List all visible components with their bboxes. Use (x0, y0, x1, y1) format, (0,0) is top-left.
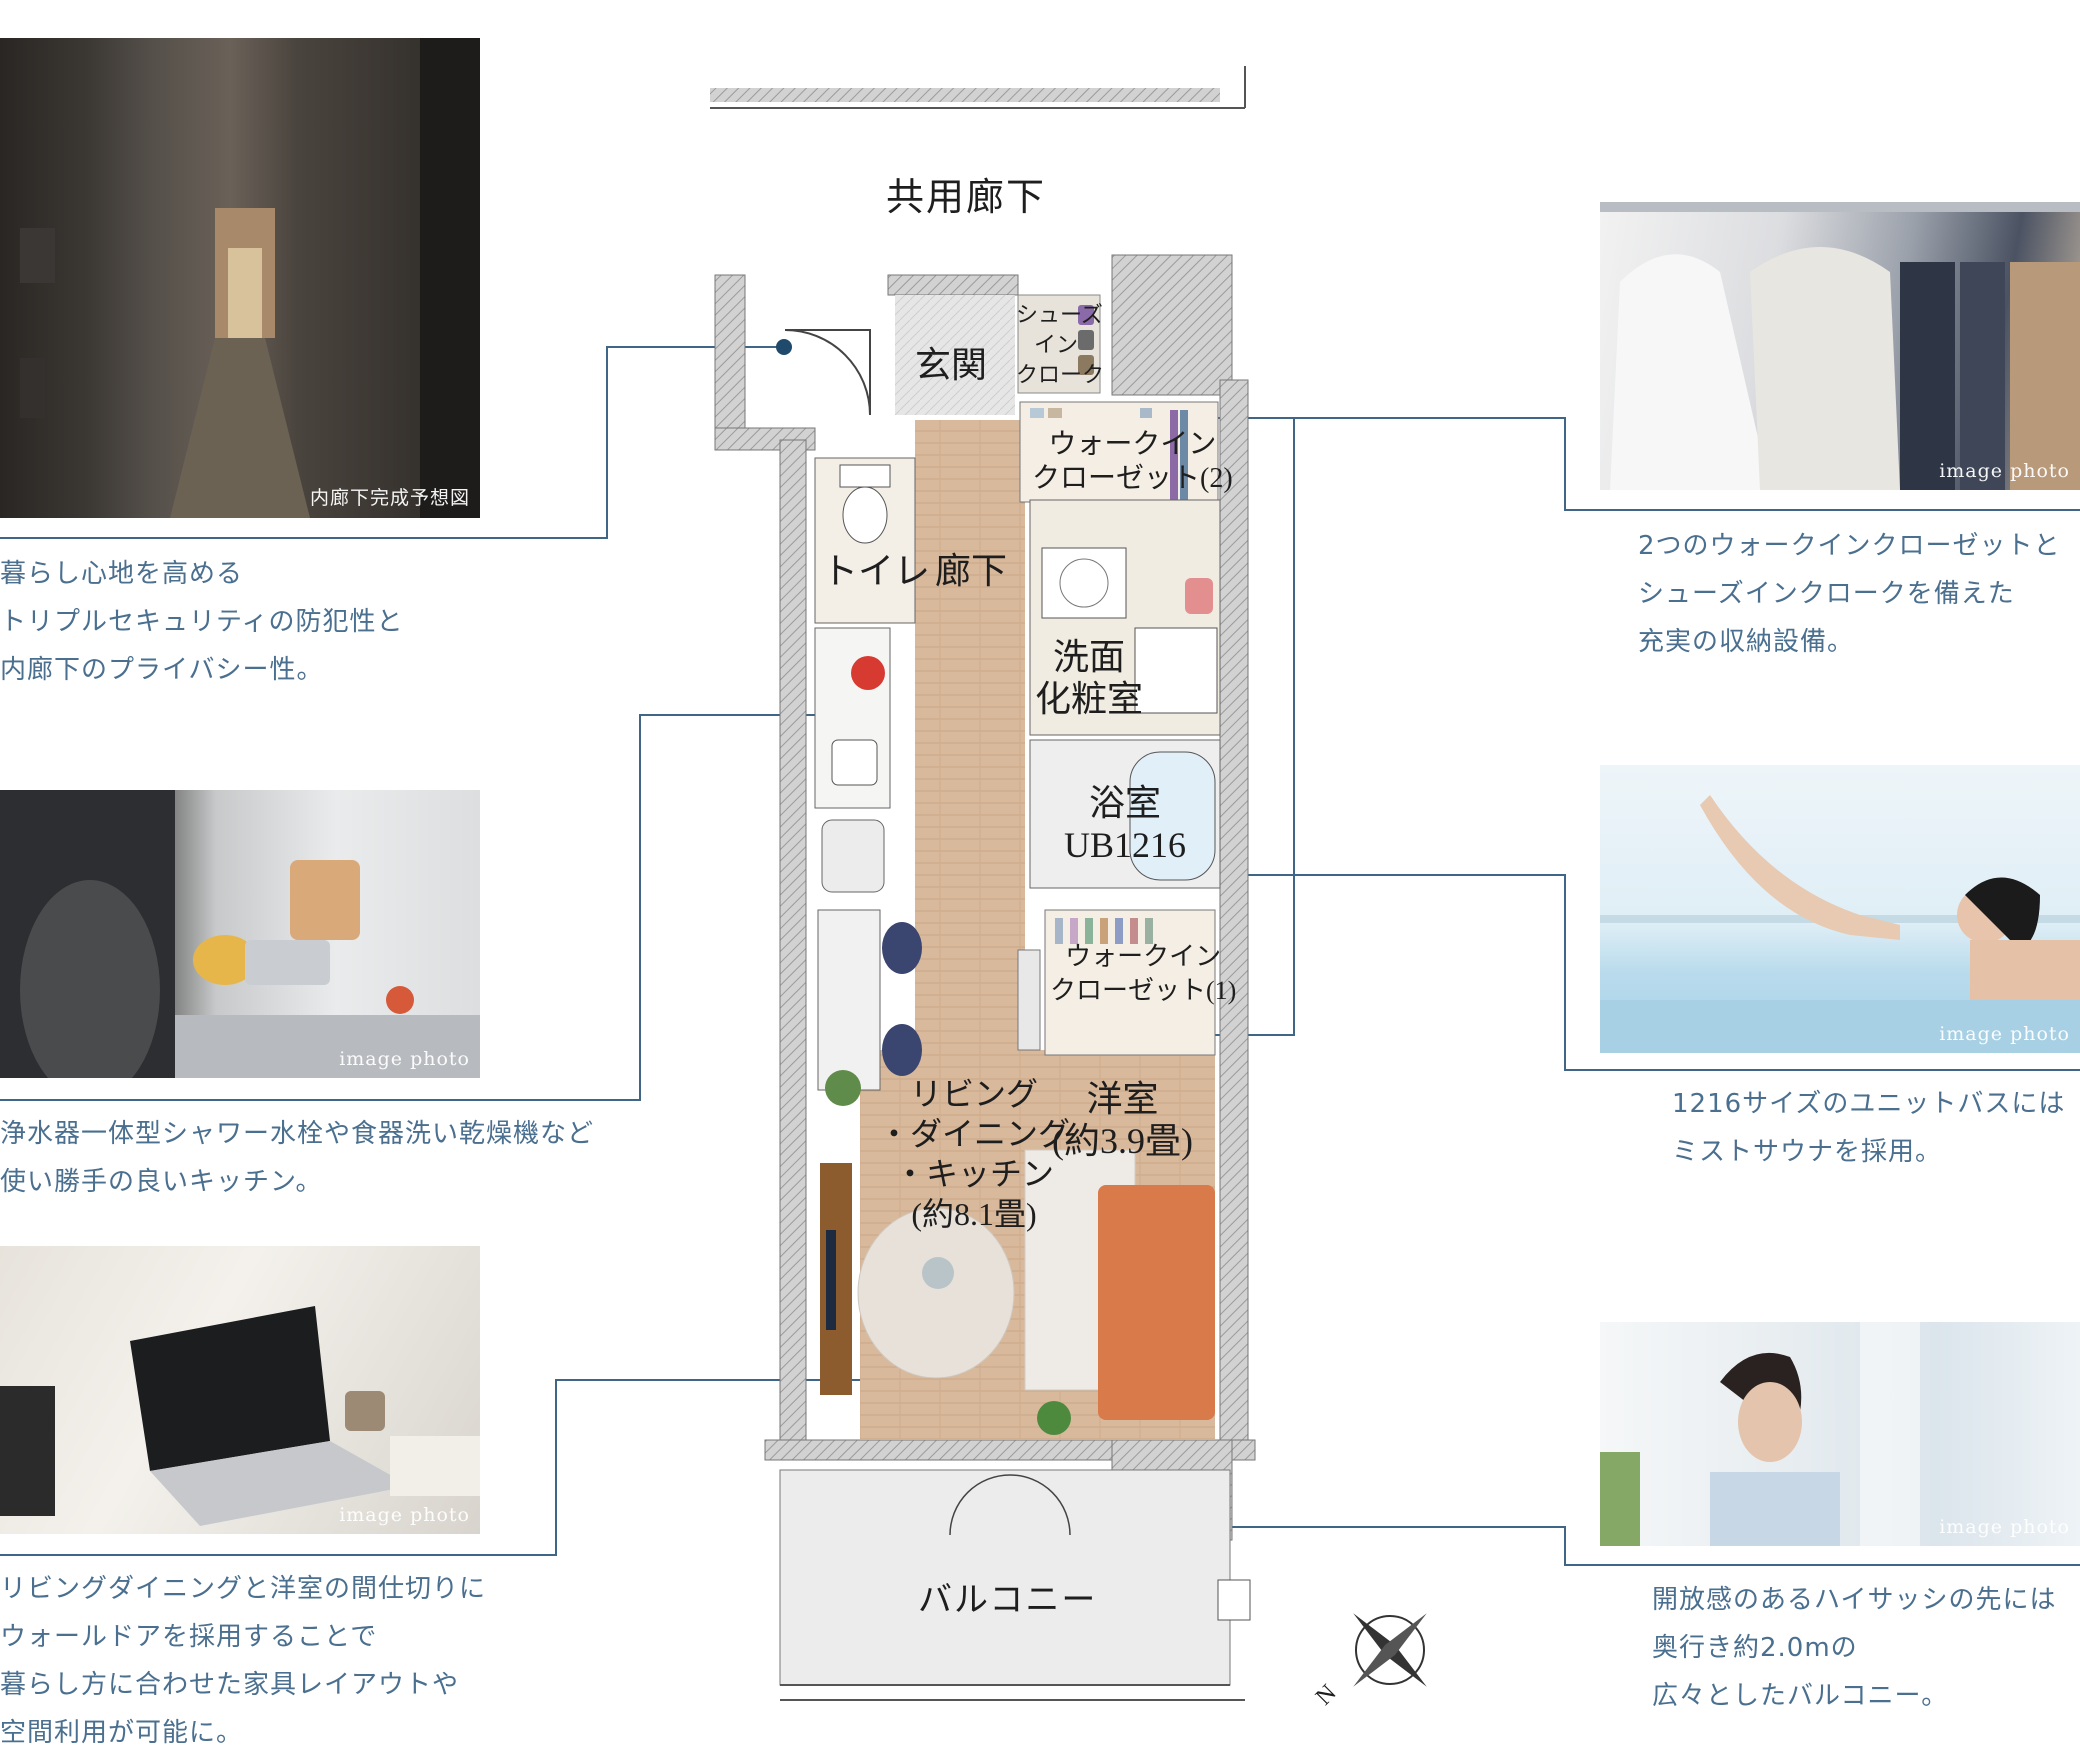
tv-icon (826, 1230, 836, 1330)
balcony-description: 開放感のあるハイサッシの先には 奥行き約2.0mの 広々としたバルコニー。 (1652, 1585, 2057, 1711)
wall-door-panel (1017, 949, 1041, 1051)
toilet-label: トイレ (822, 551, 931, 591)
round-table (922, 1257, 954, 1289)
western-room-label: 洋室 (約3.9畳) (1052, 1079, 1193, 1161)
genkan-floor (895, 295, 1015, 415)
entrance-door-swing (784, 329, 871, 416)
balcony-door-swing (949, 1474, 1011, 1536)
wic2-label: ウォークイン クローゼット(2) (1032, 429, 1233, 494)
hallway-label: 廊下 (935, 551, 1008, 591)
round-rug (857, 1207, 1015, 1379)
bath-description: 1216サイズのユニットバスには ミストサウナを採用。 (1672, 1089, 2066, 1167)
sofa-bed (1098, 1185, 1215, 1420)
balcony-door-swing (1009, 1474, 1071, 1536)
dining-chair (882, 922, 922, 974)
ldk-label: リビング ・ダイニング ・キッチン (約8.1畳) (878, 1076, 1071, 1232)
kitchen-pot (851, 656, 885, 690)
outer-walls (714, 254, 1256, 1541)
balcony-label: バルコニー (918, 1582, 1098, 1619)
window-illustration (1600, 1322, 1920, 1546)
dining-table (817, 909, 881, 1091)
vanity-sink (1134, 627, 1218, 714)
bathroom-label: 浴室 UB1216 (1064, 783, 1187, 865)
washing-machine (1041, 547, 1127, 619)
shoes-cloak-label: シューズ イン クローク (1016, 302, 1105, 387)
refrigerator (821, 819, 885, 893)
balcony-floor (779, 1469, 1231, 1686)
kitchen-description: 浄水器一体型シャワー水栓や食器洗い乾燥機など 使い勝手の良いキッチン。 (0, 1119, 595, 1197)
corridor-wall (710, 88, 1220, 102)
wic1-clothes (1055, 918, 1153, 944)
common-corridor-label: 共用廊下 (886, 177, 1047, 219)
genkan-label: 玄関 (915, 345, 988, 385)
window-photo: image photo (1600, 1322, 2080, 1546)
plant-icon (825, 1070, 861, 1106)
plant-icon (1037, 1401, 1071, 1435)
corridor-description: 暮らし心地を高める トリプルセキュリティの防犯性と 内廊下のプライバシー性。 (0, 559, 404, 685)
washroom-label: 洗面 化粧室 (1035, 637, 1144, 719)
living-description: リビングダイニングと洋室の間仕切りに ウォールドアを採用することで 暮らし方に合… (0, 1574, 487, 1748)
wic2-clothes (1030, 408, 1188, 500)
bathtub (1129, 751, 1216, 881)
shoes-on-rack (1078, 305, 1094, 375)
kitchen-sink (831, 739, 878, 786)
dining-chair (882, 1024, 922, 1076)
ac-unit (1217, 1579, 1251, 1621)
wic1-label: ウォークイン クローゼット(1) (1050, 942, 1237, 1005)
storage-description: 2つのウォークインクローゼットと シューズインクロークを備えた 充実の収納設備。 (1638, 531, 2061, 657)
compass-icon (1353, 1613, 1427, 1687)
